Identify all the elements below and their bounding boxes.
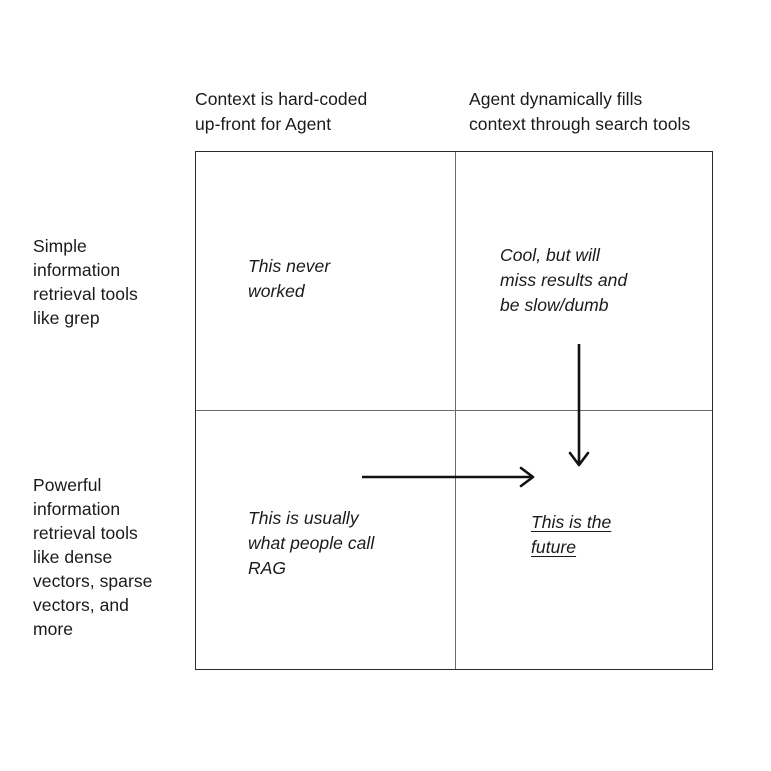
horizontal-divider	[196, 410, 712, 412]
row-label-powerful-tools: Powerful information retrieval tools lik…	[33, 475, 153, 639]
row-label-simple-tools: Simple information retrieval tools like …	[33, 236, 138, 328]
matrix-grid	[195, 151, 713, 670]
quadrant-text-bottom-right: This is the future	[531, 512, 612, 557]
column-header-hard-coded: Context is hard-coded up-front for Agent	[195, 89, 368, 134]
quadrant-text-bottom-left: This is usually what people call RAG	[248, 508, 375, 578]
quadrant-text-top-right: Cool, but will miss results and be slow/…	[500, 245, 628, 315]
column-header-dynamic-search: Agent dynamically fills context through …	[469, 89, 691, 134]
quadrant-text-top-left: This never worked	[248, 256, 331, 301]
